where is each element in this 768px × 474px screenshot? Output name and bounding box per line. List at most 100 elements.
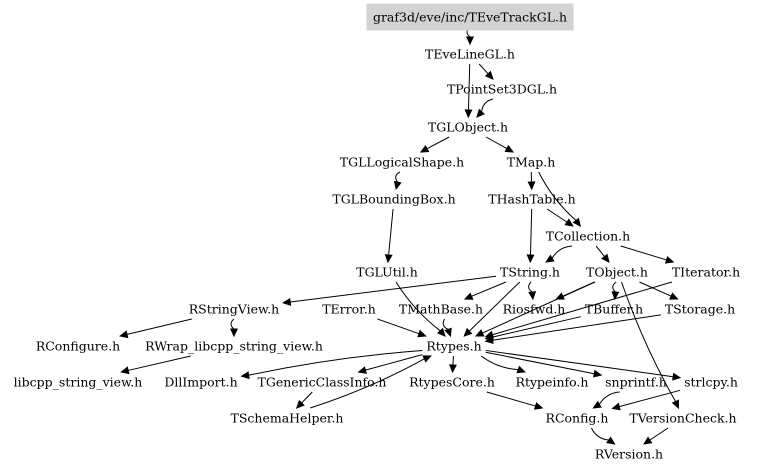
edge-tglobject-to-tgllogical <box>426 136 450 150</box>
node-rtypescore: RtypesCore.h <box>409 375 495 390</box>
node-tstring: TString.h <box>500 265 560 280</box>
node-label: graf3d/eve/inc/TEveTrackGL.h <box>373 10 567 25</box>
edge-arrowhead <box>436 327 446 337</box>
edge-arrowhead <box>669 292 679 300</box>
edge-rtypescore-to-rconfig <box>486 391 536 407</box>
edge-arrowhead <box>484 70 494 80</box>
edge-tmathbase-to-rtypes <box>442 318 449 330</box>
edge-arrowhead <box>572 217 582 227</box>
node-label: libcpp_string_view.h <box>14 375 143 390</box>
edge-tschema-to-rtypes <box>310 358 425 409</box>
edge-arrowhead <box>516 365 526 374</box>
node-tglutil: TGLUtil.h <box>356 265 418 280</box>
node-rconfigure: RConfigure.h <box>36 339 120 354</box>
edge-tstring-to-riosfwd <box>528 281 533 293</box>
node-tgeneric: TGenericClassInfo.h <box>258 375 387 390</box>
edge-arrowhead <box>564 218 574 227</box>
node-label: TCollection.h <box>546 229 630 244</box>
node-terror: TError.h <box>322 302 376 317</box>
node-label: TEveLineGL.h <box>425 47 515 62</box>
node-label: Riosfwd.h <box>503 302 566 317</box>
node-label: TGLLogicalShape.h <box>340 155 464 170</box>
node-tgllogical: TGLLogicalShape.h <box>340 155 464 170</box>
edge-rtypes-to-dllimport <box>248 350 423 376</box>
edge-tcollection-to-tobject <box>595 245 605 257</box>
edge-arrowhead <box>118 330 129 339</box>
node-label: RConfigure.h <box>36 339 120 354</box>
node-label: TVersionCheck.h <box>629 411 736 426</box>
node-rversion: RVersion.h <box>595 447 663 462</box>
edge-arrowhead <box>593 369 603 378</box>
edge-rwrap-to-libcpp <box>128 355 191 371</box>
node-tbuffer: TBuffer.h <box>585 302 643 317</box>
root-node-box <box>366 3 574 31</box>
node-root: graf3d/eve/inc/TEveTrackGL.h <box>366 3 574 31</box>
edge-arrowhead <box>484 336 494 345</box>
edge-rtypes-to-snprintf <box>485 351 595 375</box>
edge-arrowhead <box>393 180 402 191</box>
node-label: RVersion.h <box>595 447 663 462</box>
node-label: Rtypes.h <box>426 339 481 354</box>
edge-tstorage-to-rtypes <box>492 314 661 341</box>
edge-arrowhead <box>466 36 474 46</box>
node-label: TGLObject.h <box>428 120 508 135</box>
edge-arrowhead <box>533 402 544 410</box>
node-label: TIterator.h <box>672 265 740 280</box>
edge-arrowhead <box>464 109 473 119</box>
node-label: RConfig.h <box>546 411 609 426</box>
edge-arrowhead <box>120 366 130 375</box>
node-label: TError.h <box>322 302 376 317</box>
node-label: TBuffer.h <box>585 302 643 317</box>
node-label: THashTable.h <box>488 192 575 207</box>
edge-arrowhead <box>527 181 536 191</box>
node-tcollection: TCollection.h <box>546 229 630 244</box>
edge-rstringview-to-rconfigure <box>126 318 192 335</box>
edge-thashtable-to-tcollection <box>546 208 568 223</box>
edge-arrowhead <box>664 256 675 264</box>
node-label: TString.h <box>500 265 560 280</box>
node-label: TObject.h <box>586 265 648 280</box>
node-rtypes: Rtypes.h <box>426 339 481 354</box>
node-tpointset: TPointSet3DGL.h <box>447 82 557 97</box>
node-label: snprintf.h <box>605 375 667 390</box>
node-rstringview: RStringView.h <box>189 302 279 317</box>
edge-arrowhead <box>240 371 250 380</box>
edge-arrowhead <box>448 364 457 374</box>
node-snprintf: snprintf.h <box>605 375 667 390</box>
edge-arrowhead <box>474 329 485 337</box>
edge-tmap-to-tcollection <box>538 171 577 221</box>
edge-rconfig-to-rversion <box>590 427 609 441</box>
edge-arrowhead <box>526 254 535 264</box>
edge-rtypes-to-rtypeinfo <box>480 355 519 371</box>
edge-strlcpy-to-rconfig <box>619 389 681 408</box>
edge-arrowhead <box>463 292 474 300</box>
node-riosfwd: Riosfwd.h <box>503 302 566 317</box>
edge-tobject-to-tbuffer <box>612 281 617 293</box>
edge-titerator-to-rtypes <box>492 281 673 336</box>
node-tmap: TMap.h <box>507 155 556 170</box>
edge-tpointset-to-tglobject <box>481 98 494 112</box>
node-label: TGLUtil.h <box>356 265 418 280</box>
edge-tcollection-to-tstring <box>551 245 572 259</box>
node-label: DllImport.h <box>164 375 237 390</box>
edge-tversioncheck-to-rversion <box>649 427 669 441</box>
edge-arrowhead <box>357 366 367 374</box>
node-label: RtypesCore.h <box>409 375 495 390</box>
edge-arrowhead <box>417 329 427 338</box>
edge-tstring-to-tmathbase <box>471 281 507 297</box>
edge-tstring-to-rtypes <box>468 281 521 332</box>
edge-tglbbox-to-tglutil <box>388 208 394 256</box>
edge-arrowhead <box>545 254 555 263</box>
edge-tglutil-to-rtypes <box>395 281 441 332</box>
edge-tglobject-to-tmap <box>485 136 508 150</box>
edge-arrowhead <box>422 355 432 363</box>
node-label: TStorage.h <box>665 302 735 317</box>
node-label: Rtypeinfo.h <box>516 375 589 390</box>
edge-tbuffer-to-rtypes <box>492 316 581 338</box>
edge-arrowhead <box>606 436 616 445</box>
node-rtypeinfo: Rtypeinfo.h <box>516 375 589 390</box>
node-tobject: TObject.h <box>586 265 648 280</box>
edge-tobject-to-rtypes <box>482 281 596 334</box>
node-tmathbase: TMathBase.h <box>399 302 483 317</box>
edge-rtypes-to-rtypescore <box>452 355 454 366</box>
